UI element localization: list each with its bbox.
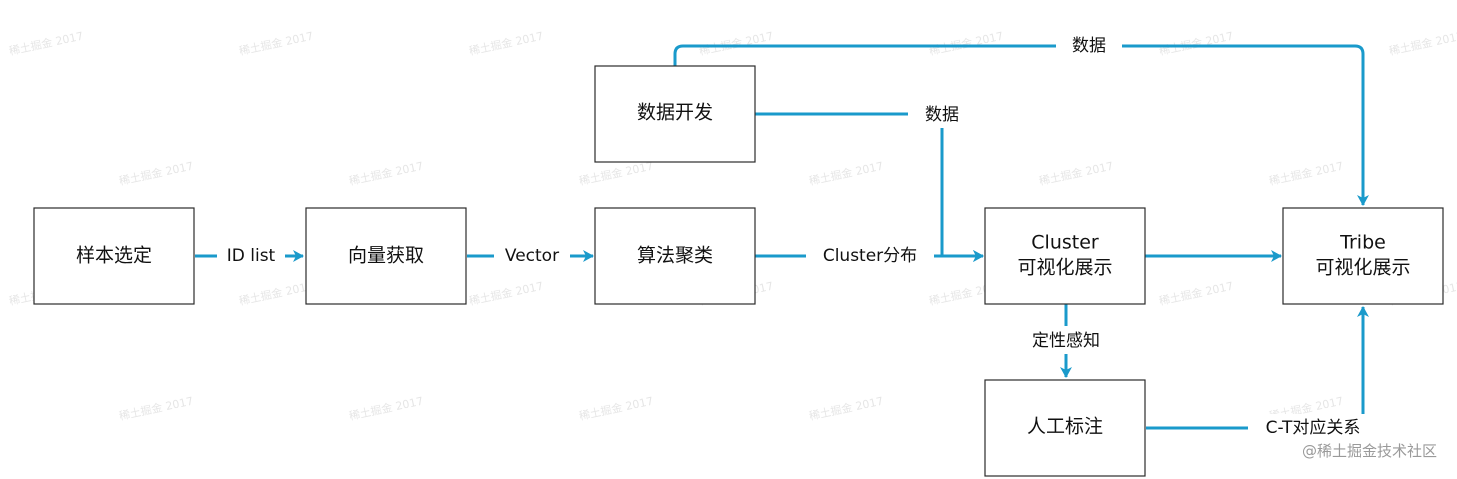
watermark-tile: 稀土掘金 2017 xyxy=(928,29,1005,58)
edges xyxy=(195,44,1369,430)
watermark-tile: 稀土掘金 2017 xyxy=(118,159,195,188)
node-manual-label: 人工标注 xyxy=(984,379,1146,477)
watermark-tile: 稀土掘金 2017 xyxy=(468,279,545,308)
label-data-top: 数据 xyxy=(1072,36,1106,56)
watermark-tile: 稀土掘金 2017 xyxy=(8,29,85,58)
label-vector: Vector xyxy=(505,246,559,266)
label-cluster-dist: Cluster分布 xyxy=(823,246,917,266)
label-qualitative: 定性感知 xyxy=(1032,331,1100,351)
node-tribe-vis: Tribe 可视化展示 xyxy=(1282,207,1444,305)
label-id-list: ID list xyxy=(227,246,276,266)
node-label: 样本选定 xyxy=(76,245,152,267)
node-label: 向量获取 xyxy=(348,245,424,267)
watermark-tile: 稀土掘金 2017 xyxy=(1158,29,1235,58)
nodes: 样本选定 向量获取 算法聚类 数据开发 Cluster 可视化展示 人工标注 T… xyxy=(33,65,1444,477)
node-label-line2: 可视化展示 xyxy=(1017,257,1112,279)
watermark-tile: 稀土掘金 2017 xyxy=(118,394,195,423)
label-ct-relation: C-T对应关系 xyxy=(1266,418,1361,438)
node-label-line1: Cluster xyxy=(1031,232,1099,254)
watermark-tile: 稀土掘金 2017 xyxy=(468,29,545,58)
node-vector-fetch: 向量获取 xyxy=(305,207,467,305)
node-label: 算法聚类 xyxy=(637,245,713,267)
watermark-tile: 稀土掘金 2017 xyxy=(1158,279,1235,308)
node-data-dev: 数据开发 xyxy=(594,65,756,163)
node-algo-cluster: 算法聚类 xyxy=(594,207,756,305)
watermark-tile: 稀土掘金 2017 xyxy=(1038,159,1115,188)
node-label-line2: 可视化展示 xyxy=(1315,257,1410,279)
edge-datadev-to-tribevis xyxy=(673,44,1369,206)
node-label-line1: Tribe xyxy=(1339,232,1386,254)
watermark-tile: 稀土掘金 2017 xyxy=(698,29,775,58)
watermark-tile: 稀土掘金 2017 xyxy=(808,159,885,188)
edge-labels: ID list Vector Cluster分布 数据 数据 定性感知 C-T对… xyxy=(217,32,1378,442)
watermark-tile: 稀土掘金 2017 xyxy=(1268,159,1345,188)
watermark-tile: 稀土掘金 2017 xyxy=(238,279,315,308)
node-cluster-vis: Cluster 可视化展示 xyxy=(984,207,1146,305)
node-label: 数据开发 xyxy=(637,102,713,124)
watermark-tile: 稀土掘金 2017 xyxy=(238,29,315,58)
label-data-mid: 数据 xyxy=(925,105,959,125)
footer-watermark: @稀土掘金技术社区 xyxy=(1297,440,1441,461)
watermark-tile: 稀土掘金 2017 xyxy=(348,159,425,188)
watermark-tile: 稀土掘金 2017 xyxy=(578,159,655,188)
node-label: 人工标注 xyxy=(1027,416,1103,438)
edge-datadev-to-clustervis xyxy=(755,112,984,262)
watermark-tile: 稀土掘金 2017 xyxy=(578,394,655,423)
watermark-tile: 稀土掘金 2017 xyxy=(348,394,425,423)
node-sample-select: 样本选定 xyxy=(33,207,195,305)
watermark-tile: 稀土掘金 2017 xyxy=(1388,29,1457,58)
watermark-tile: 稀土掘金 2017 xyxy=(808,394,885,423)
